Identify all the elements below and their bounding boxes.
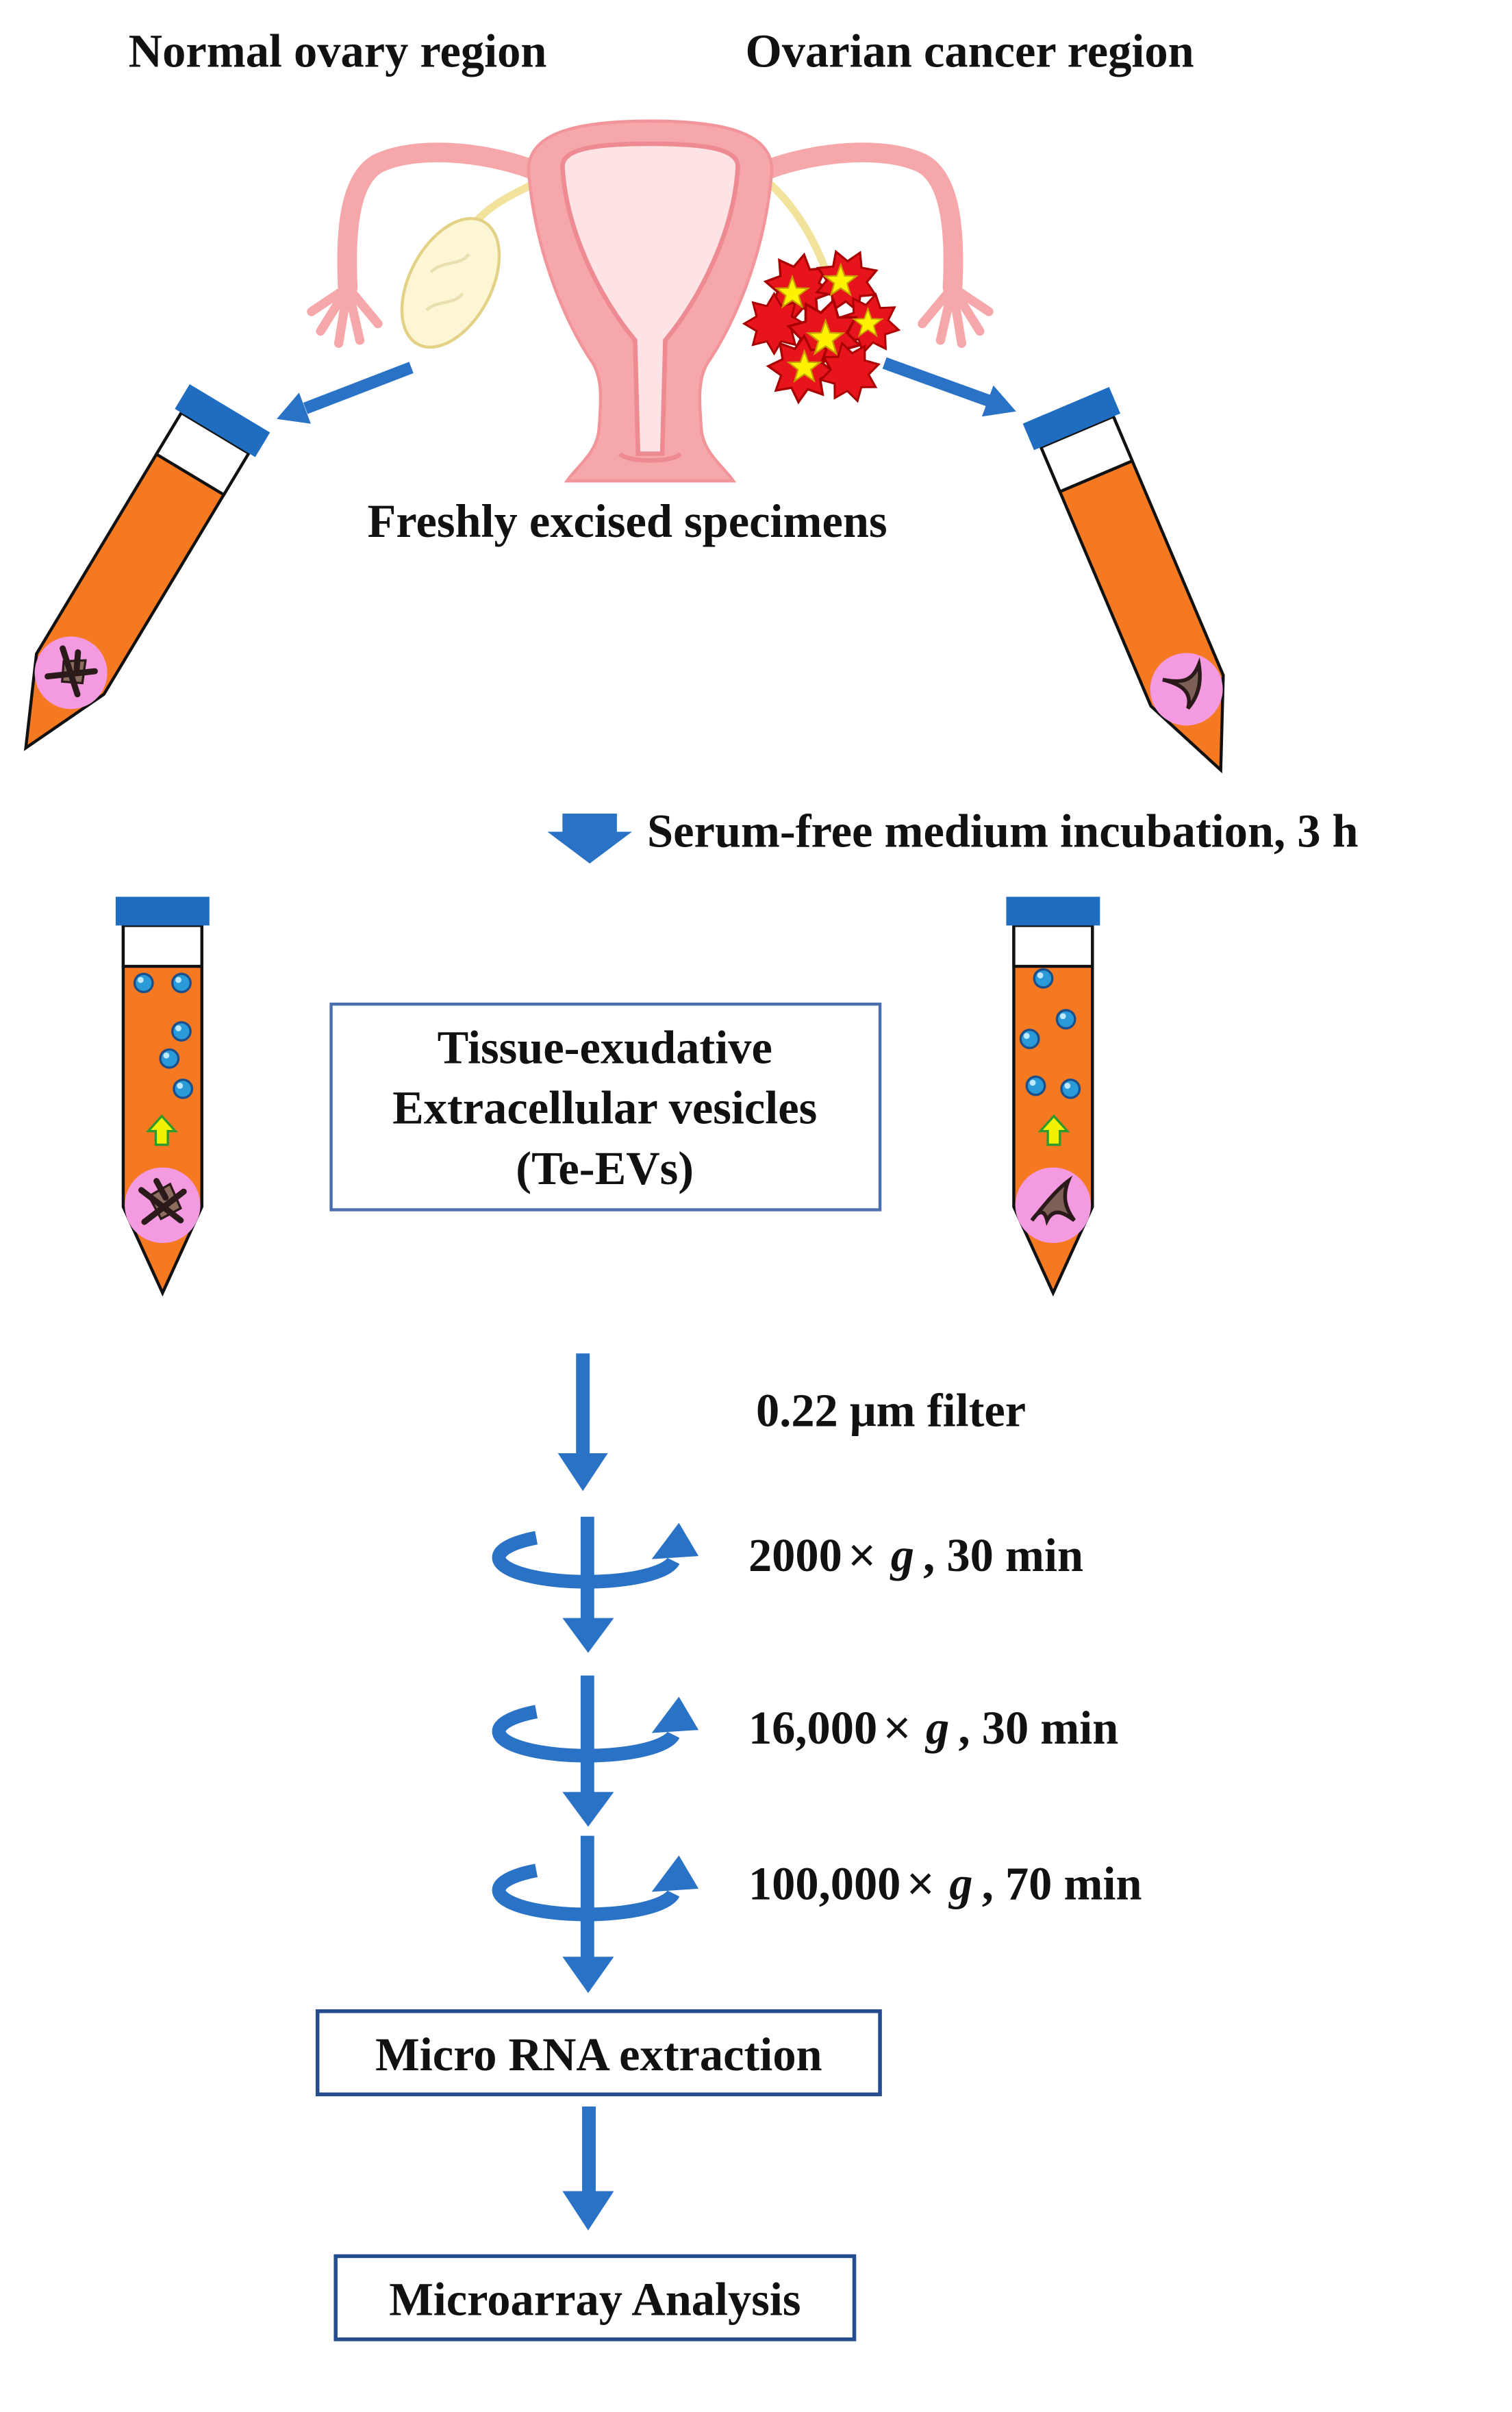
filter-arrow <box>557 1353 608 1492</box>
vesicle <box>1060 1078 1081 1099</box>
spin-speed: 16,000 <box>748 1702 877 1754</box>
arrow-to-cancer-tube <box>882 357 1016 417</box>
incubation-label: Serum-free medium incubation, 3 h <box>647 805 1359 857</box>
cancer-specimen-tube <box>1022 387 1225 774</box>
centrifuge-rotation-icon <box>499 1855 699 1914</box>
te-evs-line-1: Tissue-exudative <box>438 1021 772 1073</box>
analysis-box-frame <box>333 2254 857 2341</box>
tissue-fragment <box>1162 657 1202 710</box>
tissue-fragment <box>1030 1175 1076 1226</box>
spin-speed: 100,000 <box>748 1857 900 1909</box>
vesicle <box>133 972 154 994</box>
right-fallopian-tube <box>758 142 963 297</box>
vesicle <box>173 1078 194 1099</box>
spin-times-sign: × <box>848 1529 876 1581</box>
normal-ev-tube <box>115 896 210 1297</box>
final-arrow <box>562 2106 614 2231</box>
right-ovarian-ligament <box>759 175 828 271</box>
spin-duration: , 30 min <box>959 1702 1119 1754</box>
freshly-excised-specimens-label: Freshly excised specimens <box>368 495 887 547</box>
normal-ovary-region-label: Normal ovary region <box>129 25 547 77</box>
cancer-ev-tube <box>1006 896 1100 1297</box>
arrow-to-normal-tube <box>277 362 414 424</box>
centrifuge-step-3-label: 100,000× g, 70 min <box>748 1857 1142 1909</box>
tube-cap <box>1022 387 1121 451</box>
step-arrow-head <box>562 1957 614 1994</box>
vesicle <box>1025 1075 1046 1096</box>
spin-times-sign: × <box>883 1701 911 1754</box>
right-fimbriae <box>918 283 994 348</box>
extracellular-vesicles <box>1019 968 1081 1099</box>
vesicle <box>1019 1029 1040 1049</box>
uterine-cavity <box>560 141 740 456</box>
left-fimbriae <box>307 283 383 348</box>
centrifuge-step-3 <box>499 1835 699 1994</box>
analysis-box: Microarray Analysis <box>333 2254 857 2341</box>
step-arrow-shaft <box>580 1516 594 1622</box>
step-arrow-shaft <box>580 1675 594 1796</box>
spin-duration: , 70 min <box>982 1857 1142 1909</box>
te-evs-box-frame <box>329 1003 882 1211</box>
te-evs-box: Tissue-exudative Extracellular vesicles … <box>329 1003 882 1211</box>
normal-ovary <box>400 216 501 349</box>
spin-unit: g <box>890 1529 914 1581</box>
spin-unit: g <box>948 1857 972 1909</box>
vesicle <box>171 972 192 994</box>
uterus-illustration <box>307 119 994 483</box>
tissue-fragment <box>138 1178 187 1225</box>
centrifuge-step-2-label: 16,000×g, 30 min <box>748 1701 1118 1754</box>
tube-headspace <box>121 924 203 968</box>
spin-duration: , 30 min <box>923 1529 1083 1581</box>
step-arrow-head <box>562 1792 614 1827</box>
cervix-outline <box>618 451 683 463</box>
centrifuge-step-1-label: 2000× g, 30 min <box>748 1529 1083 1581</box>
spin-unit: g <box>924 1702 949 1754</box>
tube-cap <box>175 384 270 457</box>
vesicle <box>1033 968 1054 989</box>
tissue-fragment <box>45 645 98 698</box>
incubation-down-arrow <box>547 814 632 864</box>
step-arrow-shaft <box>580 1835 594 1960</box>
centrifuge-step-2 <box>499 1675 699 1827</box>
extraction-label: Micro RNA extraction <box>375 2028 822 2081</box>
extraction-box: Micro RNA extraction <box>315 2009 882 2096</box>
centrifuge-rotation-icon <box>499 1523 699 1582</box>
filter-label: 0.22 μm filter <box>756 1384 1026 1436</box>
release-up-arrow-icon <box>145 1114 178 1146</box>
extraction-box-frame <box>315 2009 882 2096</box>
analysis-label: Microarray Analysis <box>389 2274 801 2326</box>
tube-cap <box>115 896 210 926</box>
spin-speed: 2000 <box>748 1529 842 1581</box>
vesicle <box>1055 1009 1076 1030</box>
left-fallopian-tube <box>337 142 542 297</box>
normal-specimen-tube <box>23 384 270 751</box>
vesicle <box>171 1021 192 1042</box>
centrifuge-step-1 <box>499 1517 699 1653</box>
tube-headspace <box>1012 924 1094 968</box>
ovarian-cancer-region-label: Ovarian cancer region <box>746 25 1194 77</box>
extracellular-vesicles <box>133 972 194 1099</box>
spin-times-sign: × <box>907 1857 934 1909</box>
te-evs-line-2: Extracellular vesicles <box>392 1082 817 1134</box>
te-evs-line-3: (Te-EVs) <box>516 1142 694 1194</box>
step-arrow-head <box>562 1618 614 1653</box>
release-up-arrow-icon <box>1037 1114 1070 1146</box>
centrifuge-rotation-icon <box>499 1696 699 1755</box>
vesicle <box>159 1048 180 1069</box>
tube-cap <box>1006 896 1100 926</box>
